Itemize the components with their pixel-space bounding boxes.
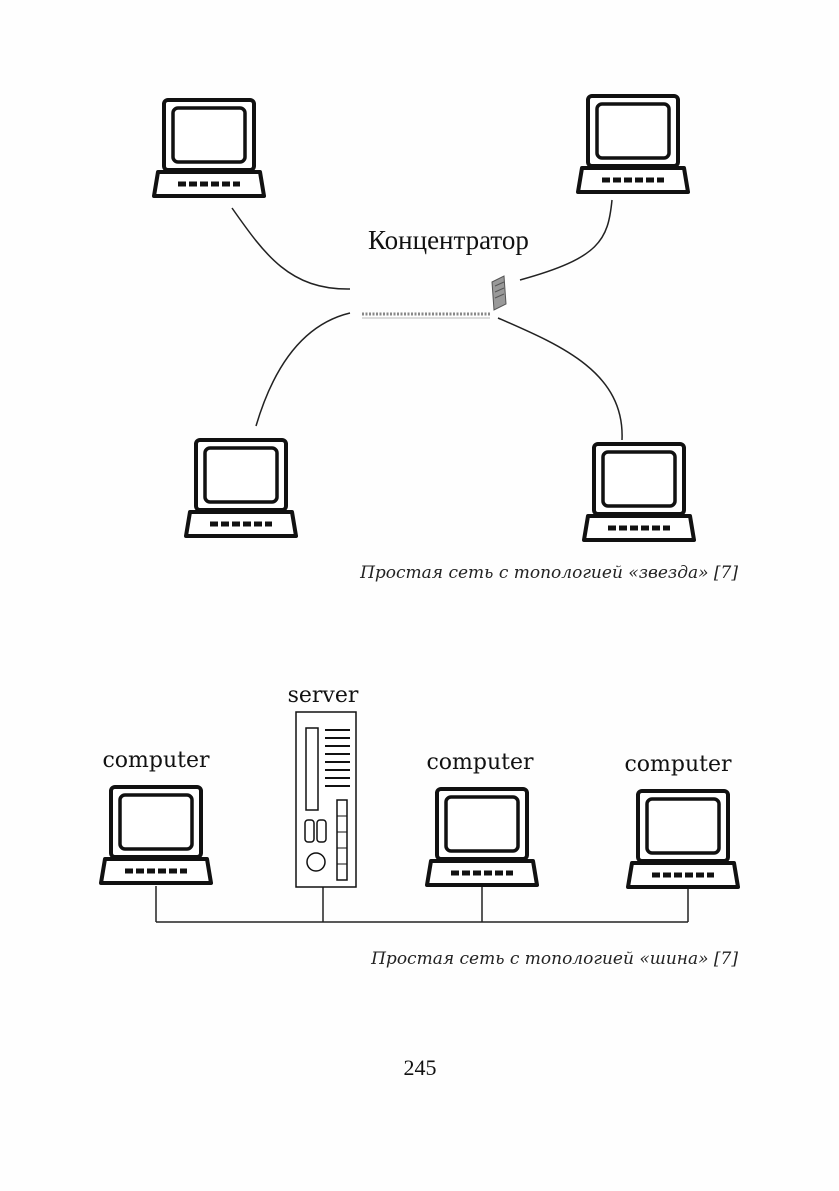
star-link-top-right xyxy=(520,200,612,280)
star-link-bottom-right xyxy=(498,318,622,440)
hub-icon xyxy=(362,276,506,318)
laptop-computer-icon xyxy=(427,789,537,885)
computer-label: computer xyxy=(102,748,210,773)
laptop-computer-icon xyxy=(186,440,296,536)
bus-line xyxy=(156,886,688,922)
laptop-computer-icon xyxy=(628,791,738,887)
bus-diagram: server computer computer computer xyxy=(101,683,738,969)
hub-label: Концентратор xyxy=(368,225,529,255)
star-link-bottom-left xyxy=(256,313,350,426)
star-caption: Простая сеть с топологией «звезда» [7] xyxy=(359,563,738,583)
laptop-computer-icon xyxy=(101,787,211,883)
laptop-computer-icon xyxy=(584,444,694,540)
bus-caption: Простая сеть с топологией «шина» [7] xyxy=(370,949,738,969)
page-number: 245 xyxy=(404,1055,437,1080)
laptop-computer-icon xyxy=(578,96,688,192)
computer-label: computer xyxy=(624,752,732,777)
computer-label: computer xyxy=(426,750,534,775)
star-diagram: Концентратор Простая сеть с топологией «… xyxy=(154,96,738,583)
server-label: server xyxy=(288,683,359,708)
laptop-computer-icon xyxy=(154,100,264,196)
star-link-top-left xyxy=(232,208,350,289)
server-tower-icon xyxy=(296,712,356,887)
